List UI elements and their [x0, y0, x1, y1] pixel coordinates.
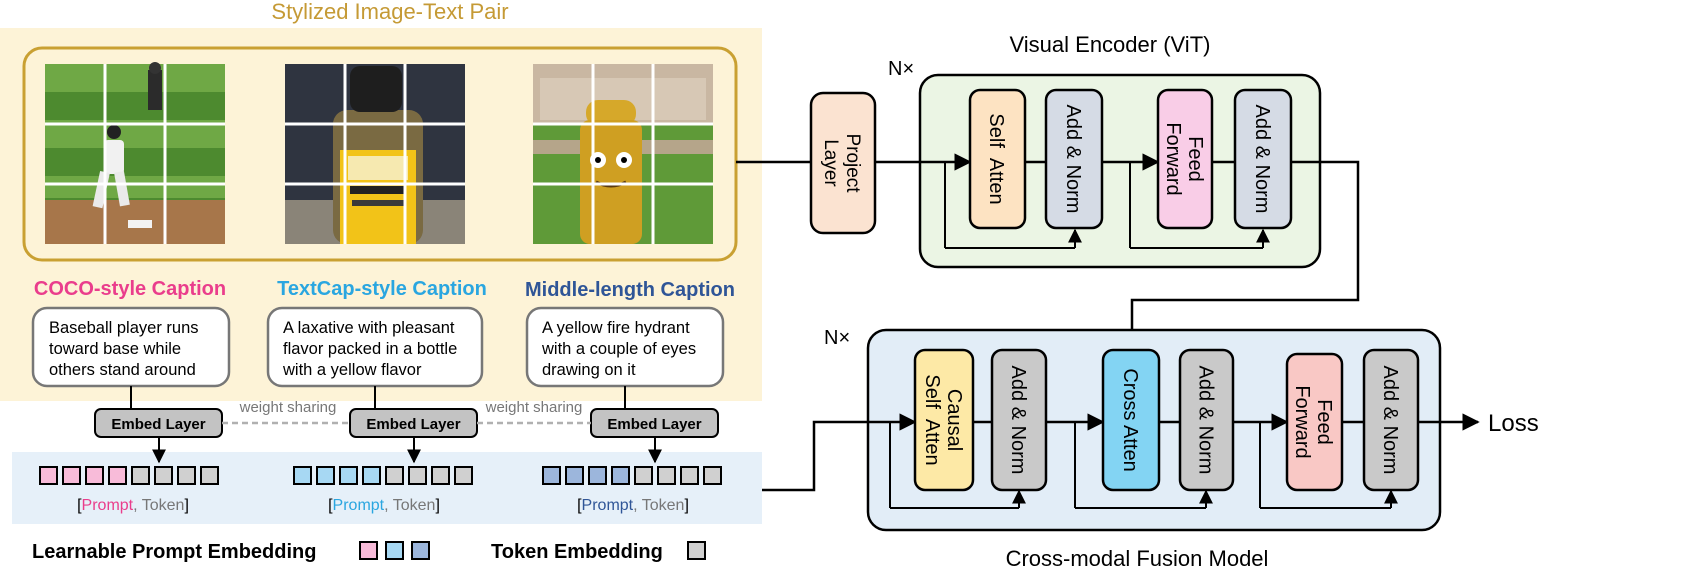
caption-3-line-2: with a couple of eyes — [541, 340, 696, 358]
fusion-feed-forward — [1285, 352, 1344, 492]
encoder-self-atten — [968, 88, 1027, 230]
encoder-add-norm-2-label: Add & Norm — [1251, 105, 1273, 214]
fusion-add-norm-3-label: Add & Norm — [1379, 366, 1401, 475]
caption-2-line-2: flavor packed in a bottle — [283, 340, 457, 358]
fusion-add-norm-1 — [990, 348, 1048, 492]
fusion-causal-self-atten-label: CausalSelf Atten — [921, 374, 965, 465]
project-layer-label: ProjectLayer — [820, 133, 863, 193]
encoder-add-norm-1 — [1044, 88, 1104, 230]
caption-3-line-3: drawing on it — [542, 361, 636, 379]
caption-2-line-1: A laxative with pleasant — [283, 319, 455, 337]
fusion-add-norm-1-label: Add & Norm — [1007, 366, 1029, 475]
fusion-repeat: N× — [824, 327, 850, 349]
legend-swatch-pink — [359, 541, 378, 560]
embed-layer-2-label: Embed Layer — [366, 416, 460, 433]
caption-1-line-1: Baseball player runs — [49, 319, 199, 337]
legend-swatch-blue — [385, 541, 404, 560]
encoder-feed-forward-label: FeedForward — [1162, 122, 1206, 195]
weight-sharing-label-1: weight sharing — [239, 399, 337, 416]
caption-style-textcap: TextCap-style Caption — [277, 278, 487, 300]
token-row-1 — [39, 466, 219, 485]
encoder-feed-forward — [1156, 88, 1214, 230]
embed-layer-1-label: Embed Layer — [111, 416, 205, 433]
token-label-1: [Prompt, Token] — [77, 497, 189, 514]
fusion-feed-forward-label: FeedForward — [1291, 385, 1335, 458]
patch-grid — [45, 64, 713, 244]
fusion-causal-self-atten — [913, 348, 975, 492]
token-row-3 — [542, 466, 722, 485]
encoder-self-atten-label: Self Atten — [985, 113, 1007, 204]
fusion-cross-atten-label: Cross Atten — [1119, 368, 1141, 471]
baseball-image — [45, 62, 225, 244]
legend-prompt-label: Learnable Prompt Embedding — [32, 541, 316, 563]
fusion-add-norm-2-label: Add & Norm — [1195, 366, 1217, 475]
caption-2-line-3: with a yellow flavor — [282, 361, 422, 379]
fusion-add-norm-3 — [1362, 348, 1420, 492]
caption-1-line-2: toward base while — [49, 340, 181, 358]
caption-style-middle: Middle-length Caption — [525, 279, 735, 301]
token-row-2 — [293, 466, 473, 485]
caption-3-line-1: A yellow fire hydrant — [542, 319, 690, 337]
fusion-add-norm-2 — [1178, 348, 1235, 492]
token-label-2: [Prompt, Token] — [328, 497, 440, 514]
caption-style-coco: COCO-style Caption — [34, 278, 226, 300]
legend-swatch-gray — [687, 541, 706, 560]
embed-layer-3-label: Embed Layer — [607, 416, 701, 433]
fusion-cross-atten — [1101, 348, 1161, 492]
legend-swatch-navy — [411, 541, 430, 560]
embedding-band — [12, 452, 762, 524]
encoder-repeat: N× — [888, 58, 914, 80]
bottle-image — [285, 64, 465, 244]
token-label-3: [Prompt, Token] — [577, 497, 689, 514]
encoder-add-norm-1-label: Add & Norm — [1062, 105, 1084, 214]
panel-title: Stylized Image-Text Pair — [271, 0, 508, 24]
hydrant-image — [533, 64, 713, 244]
loss-label: Loss — [1488, 410, 1539, 437]
encoder-add-norm-2 — [1233, 88, 1293, 230]
legend-token-label: Token Embedding — [491, 541, 663, 563]
caption-1-line-3: others stand around — [49, 361, 196, 379]
fusion-title: Cross-modal Fusion Model — [1006, 546, 1269, 569]
image-frame — [22, 46, 738, 262]
encoder-title: Visual Encoder (ViT) — [1010, 32, 1211, 57]
weight-sharing-label-2: weight sharing — [485, 399, 583, 416]
